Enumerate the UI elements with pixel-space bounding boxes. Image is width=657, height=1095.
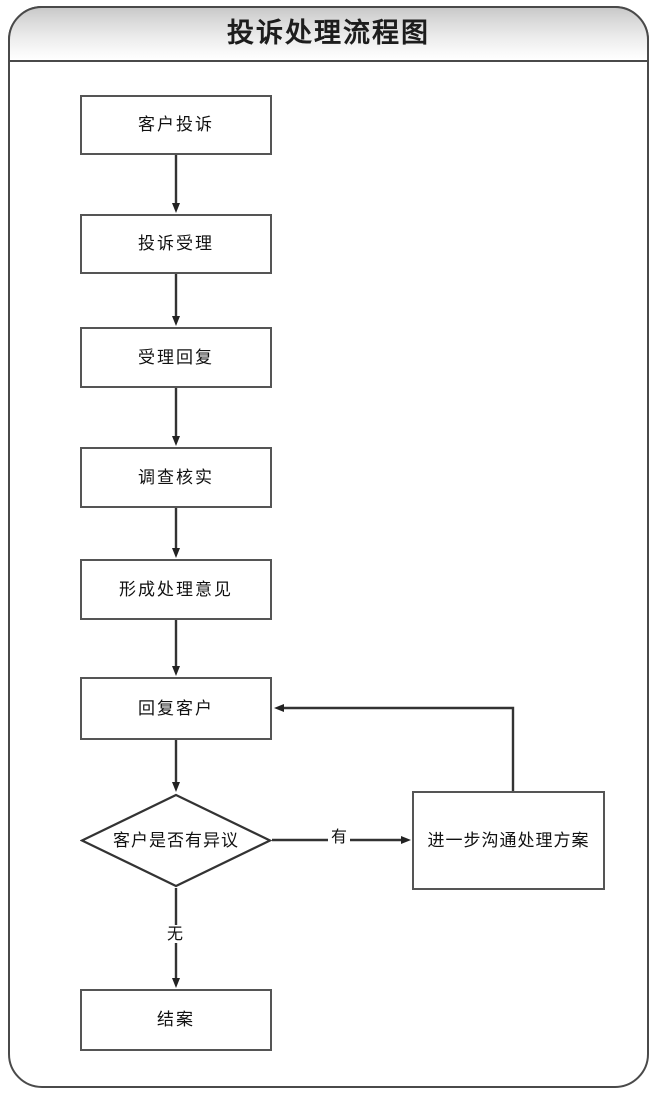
- edge-label-yes: 有: [328, 828, 351, 846]
- diagram-title: 投诉处理流程图: [227, 18, 430, 49]
- node-label: 形成处理意见: [119, 579, 233, 600]
- diagram-frame: [8, 6, 649, 1088]
- node-acceptance-reply[interactable]: 受理回复: [80, 327, 272, 388]
- node-label: 客户是否有异议: [113, 830, 239, 851]
- node-case-closed[interactable]: 结案: [80, 989, 272, 1051]
- node-label: 客户投诉: [138, 115, 214, 135]
- node-complaint-acceptance[interactable]: 投诉受理: [80, 214, 272, 274]
- diagram-header: 投诉处理流程图: [8, 6, 649, 62]
- node-label: 受理回复: [138, 347, 214, 368]
- edge-label-no: 无: [164, 925, 187, 943]
- node-customer-complaint[interactable]: 客户投诉: [80, 95, 272, 155]
- node-investigation-verification[interactable]: 调查核实: [80, 447, 272, 508]
- node-form-handling-opinion[interactable]: 形成处理意见: [80, 559, 272, 620]
- node-further-communication-plan[interactable]: 进一步沟通处理方案: [412, 791, 605, 890]
- node-label: 结案: [157, 1010, 195, 1030]
- node-label: 进一步沟通处理方案: [427, 830, 590, 851]
- node-customer-has-objection[interactable]: 客户是否有异议: [80, 793, 272, 888]
- node-label: 投诉受理: [138, 234, 214, 254]
- node-label: 回复客户: [138, 698, 214, 719]
- node-reply-customer[interactable]: 回复客户: [80, 677, 272, 740]
- diamond-shape-icon: [80, 793, 272, 888]
- node-label: 调查核实: [138, 467, 214, 488]
